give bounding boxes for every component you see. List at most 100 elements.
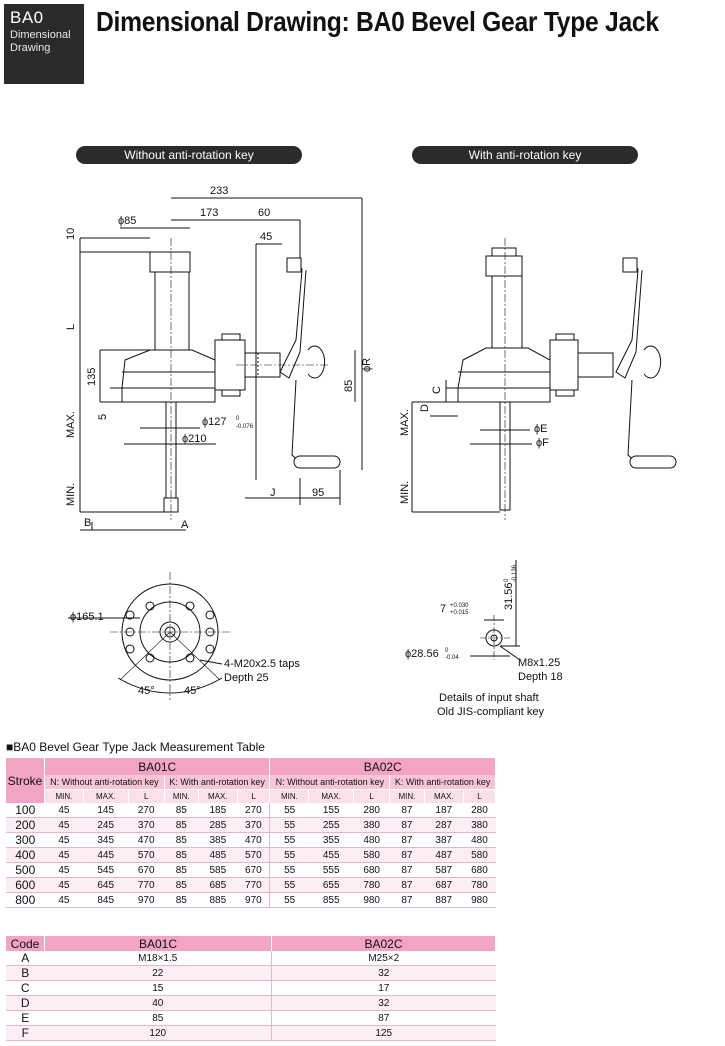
- badge-code: BA0: [10, 8, 44, 27]
- dim-C: C: [431, 386, 443, 394]
- handle-grip: [293, 455, 341, 469]
- table-cell: 580: [463, 847, 496, 863]
- dim-3156-tol-up: 0: [504, 578, 510, 582]
- table-cell: 55: [269, 877, 309, 893]
- table-cell: 970: [237, 892, 271, 908]
- table-cell: 55: [269, 862, 309, 878]
- dim-7: 7: [440, 603, 446, 615]
- table-cell: 687: [424, 877, 464, 893]
- table-cell: 285: [198, 817, 238, 833]
- code-header-ba02c: BA02C: [271, 936, 496, 951]
- badge-line-2: Drawing: [10, 42, 51, 54]
- code-cell: F: [6, 1025, 45, 1041]
- table-cell: 32: [271, 995, 496, 1011]
- dim-phi127: ϕ127: [202, 416, 227, 428]
- dim-phi85: ϕ85: [118, 215, 136, 227]
- table-cell: 55: [269, 803, 309, 818]
- table-cell: 845: [83, 892, 129, 908]
- table-cell: 45: [44, 832, 84, 848]
- label-without-key: Without anti-rotation key: [76, 146, 302, 164]
- dim-L: L: [65, 324, 77, 330]
- table-cell: 770: [128, 877, 165, 893]
- table-cell: 145: [83, 803, 129, 818]
- table-cell: 370: [237, 817, 271, 833]
- jack-housing: [121, 349, 216, 389]
- table-cell: 22: [44, 965, 272, 981]
- stroke-cell: 600: [6, 877, 45, 893]
- sub-header-cell: L: [463, 789, 497, 803]
- thread-note: M8x1.25: [518, 657, 560, 669]
- table-cell: 387: [424, 832, 464, 848]
- dim-phi165: ϕ165.1: [70, 611, 104, 623]
- table-cell: 670: [237, 862, 271, 878]
- dim-max: MAX.: [65, 411, 77, 438]
- dim-phi2856: ϕ28.56: [405, 648, 439, 660]
- table-cell: 87: [389, 877, 425, 893]
- group-header: N: Without anti-rotation key: [44, 775, 165, 790]
- table-cell: 680: [353, 862, 390, 878]
- table-cell: 587: [424, 862, 464, 878]
- sub-header-cell: L: [237, 789, 271, 803]
- table-cell: 85: [164, 803, 199, 818]
- table-cell: 345: [83, 832, 129, 848]
- table-cell: 155: [308, 803, 354, 818]
- table-cell: 670: [128, 862, 165, 878]
- code-cell: E: [6, 1010, 45, 1026]
- stroke-cell: 300: [6, 832, 45, 848]
- table-cell: 680: [463, 862, 496, 878]
- table-cell: 485: [198, 847, 238, 863]
- dim-45: 45: [260, 231, 272, 243]
- taps-depth-note: Depth 25: [224, 672, 269, 684]
- thread-depth-note: Depth 18: [518, 671, 563, 683]
- group-header: K: With anti-rotation key: [164, 775, 271, 790]
- table-cell: 87: [389, 862, 425, 878]
- dim-min: MIN.: [65, 483, 77, 506]
- table-cell: 270: [128, 803, 165, 818]
- dim-min-right: MIN.: [399, 481, 411, 504]
- dim-7-tol-lo: +0.015: [450, 610, 469, 616]
- measurement-table: Stroke BA01C BA02C N: Without anti-rotat…: [6, 758, 497, 908]
- table-cell: 355: [308, 832, 354, 848]
- dim-5: 5: [97, 414, 109, 420]
- table-cell: 45: [44, 847, 84, 863]
- table-cell: 445: [83, 847, 129, 863]
- table-cell: 87: [271, 1010, 496, 1026]
- table-cell: 45: [44, 892, 84, 908]
- stroke-cell: 200: [6, 817, 45, 833]
- stroke-header: Stroke: [6, 758, 45, 803]
- table-cell: 270: [237, 803, 271, 818]
- taps-note: 4-M20x2.5 taps: [224, 658, 300, 670]
- table-cell: 55: [269, 817, 309, 833]
- table-cell: 780: [463, 877, 496, 893]
- angle-left: 45°: [138, 685, 155, 697]
- dim-phi2856-tol-lo: -0.04: [445, 655, 459, 661]
- table-cell: 380: [463, 817, 496, 833]
- top-cap: [149, 251, 191, 273]
- table-cell: 40: [44, 995, 272, 1011]
- table-cell: 45: [44, 877, 84, 893]
- dim-3156: 31.56: [503, 582, 515, 610]
- table-cell: 85: [164, 892, 199, 908]
- dim-85: 85: [343, 380, 355, 392]
- sub-header-cell: MAX.: [83, 789, 129, 803]
- model-header-ba02c: BA02C: [269, 758, 496, 775]
- angle-right: 45°: [184, 685, 201, 697]
- model-header-ba01c: BA01C: [44, 758, 271, 775]
- dim-10: 10: [65, 228, 77, 240]
- dim-95: 95: [312, 487, 324, 499]
- table-cell: 585: [198, 862, 238, 878]
- stroke-cell: 500: [6, 862, 45, 878]
- table-cell: 187: [424, 803, 464, 818]
- dim-D: D: [419, 404, 431, 412]
- dim-233: 233: [210, 185, 228, 197]
- dim-phiE: ϕE: [534, 423, 548, 435]
- table-cell: 480: [353, 832, 390, 848]
- table-cell: 87: [389, 847, 425, 863]
